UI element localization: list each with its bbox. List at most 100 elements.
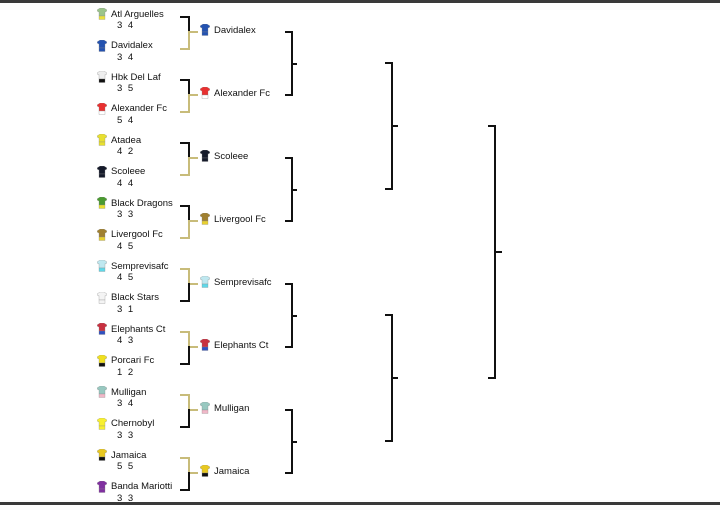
bracket-line bbox=[180, 142, 190, 144]
bracket-line bbox=[180, 110, 190, 113]
team-entry[interactable]: Elephants Ct bbox=[200, 339, 268, 351]
bracket-line bbox=[488, 125, 496, 127]
team-entry[interactable]: Semprevisafc bbox=[97, 260, 169, 272]
bracket-line bbox=[285, 283, 293, 285]
team-name: Davidalex bbox=[214, 24, 256, 36]
bracket-line bbox=[188, 457, 190, 472]
bracket-line bbox=[190, 346, 198, 348]
team-name: Alexander Fc bbox=[214, 87, 270, 99]
team-name: Scoleee bbox=[214, 150, 249, 162]
bracket-line bbox=[180, 268, 190, 270]
jersey-icon bbox=[97, 102, 107, 115]
bracket-line bbox=[180, 394, 190, 396]
team-entry[interactable]: Elephants Ct bbox=[97, 323, 165, 335]
team-entry[interactable]: Jamaica bbox=[200, 465, 249, 477]
jersey-icon bbox=[97, 197, 107, 209]
jersey-icon bbox=[200, 465, 210, 477]
bracket-line bbox=[291, 62, 297, 65]
team-entry[interactable]: Alexander Fc bbox=[97, 102, 167, 115]
bracket-line bbox=[285, 346, 293, 348]
team-score: 3 4 bbox=[117, 398, 134, 409]
jersey-icon bbox=[200, 150, 210, 162]
team-entry[interactable]: Scoleee bbox=[200, 150, 248, 162]
window-top-bar bbox=[0, 0, 720, 3]
jersey-icon bbox=[97, 71, 107, 83]
bracket-line bbox=[188, 268, 190, 283]
team-name: Elephants Ct bbox=[111, 323, 166, 335]
team-name: Black Dragons bbox=[111, 197, 173, 209]
bracket-line bbox=[190, 94, 198, 96]
bracket-line bbox=[180, 362, 190, 365]
bracket-line bbox=[285, 409, 293, 411]
team-entry[interactable]: Mulligan bbox=[200, 402, 249, 414]
team-entry[interactable]: Davidalex bbox=[97, 39, 153, 52]
team-score: 5 5 bbox=[117, 461, 134, 472]
team-entry[interactable]: Davidalex bbox=[200, 24, 256, 36]
bracket-line bbox=[285, 472, 293, 474]
bracket-line bbox=[385, 62, 393, 64]
bracket-line bbox=[391, 125, 398, 127]
team-score: 3 4 bbox=[117, 20, 134, 31]
bracket-line bbox=[190, 220, 198, 222]
team-score: 3 5 bbox=[117, 83, 134, 94]
bracket-line bbox=[188, 283, 190, 301]
jersey-icon bbox=[97, 449, 107, 461]
team-entry[interactable]: Atadea bbox=[97, 134, 141, 146]
team-entry[interactable]: Livergool Fc bbox=[200, 213, 266, 225]
jersey-icon bbox=[97, 165, 107, 178]
team-name: Black Stars bbox=[111, 292, 160, 303]
bracket-line bbox=[285, 94, 293, 96]
jersey-icon bbox=[97, 291, 107, 304]
team-entry[interactable]: Hbk Del Laf bbox=[97, 71, 161, 83]
team-name: Atadea bbox=[111, 134, 142, 146]
team-score: 3 3 bbox=[117, 209, 134, 220]
team-name: Semprevisafc bbox=[111, 260, 169, 272]
bracket-line bbox=[188, 205, 190, 220]
bracket-line bbox=[180, 205, 190, 207]
bracket-line bbox=[190, 283, 198, 285]
bracket-line bbox=[188, 79, 190, 94]
bracket-line bbox=[291, 188, 297, 191]
team-entry[interactable]: Black Stars bbox=[97, 291, 160, 304]
team-entry[interactable]: Livergool Fc bbox=[97, 228, 163, 241]
team-entry[interactable]: Alexander Fc bbox=[200, 87, 270, 99]
team-name: Mulligan bbox=[111, 386, 147, 398]
bracket-line bbox=[285, 157, 293, 159]
team-entry[interactable]: Porcari Fc bbox=[97, 354, 154, 367]
team-score: 3 4 bbox=[117, 51, 134, 63]
team-score: 1 2 bbox=[117, 366, 134, 378]
team-entry[interactable]: Chernobyl bbox=[97, 417, 154, 430]
jersey-icon bbox=[97, 354, 107, 367]
team-name: Alexander Fc bbox=[111, 103, 167, 114]
team-name: Banda Mariotti bbox=[111, 481, 173, 492]
bracket-line bbox=[180, 457, 190, 459]
jersey-icon bbox=[97, 417, 107, 430]
jersey-icon bbox=[97, 134, 107, 146]
team-entry[interactable]: Jamaica bbox=[97, 449, 146, 461]
team-name: Livergool Fc bbox=[111, 229, 163, 240]
team-score: 3 3 bbox=[117, 492, 134, 504]
bracket-line bbox=[190, 31, 198, 33]
bracket-line bbox=[488, 377, 496, 379]
team-entry[interactable]: Black Dragons bbox=[97, 197, 173, 209]
team-entry[interactable]: Mulligan bbox=[97, 386, 146, 398]
team-score: 4 4 bbox=[117, 177, 134, 189]
team-entry[interactable]: Scoleee bbox=[97, 165, 146, 178]
jersey-icon bbox=[97, 8, 107, 20]
bracket-line bbox=[180, 236, 190, 239]
jersey-icon bbox=[200, 276, 210, 288]
bracket-line bbox=[188, 220, 190, 238]
jersey-icon bbox=[200, 87, 210, 99]
team-entry[interactable]: Banda Mariotti bbox=[97, 480, 173, 493]
bracket-line bbox=[188, 16, 190, 31]
jersey-icon bbox=[200, 213, 210, 225]
team-score: 4 5 bbox=[117, 240, 134, 252]
jersey-icon bbox=[200, 24, 210, 36]
team-entry[interactable]: Semprevisafc bbox=[200, 276, 272, 288]
bracket-line bbox=[188, 331, 190, 346]
team-score: 4 5 bbox=[117, 272, 134, 283]
bracket-line bbox=[291, 440, 297, 443]
team-entry[interactable]: Atl Arguelles bbox=[97, 8, 164, 20]
team-score: 4 2 bbox=[117, 146, 134, 157]
team-name: Scoleee bbox=[111, 166, 146, 177]
